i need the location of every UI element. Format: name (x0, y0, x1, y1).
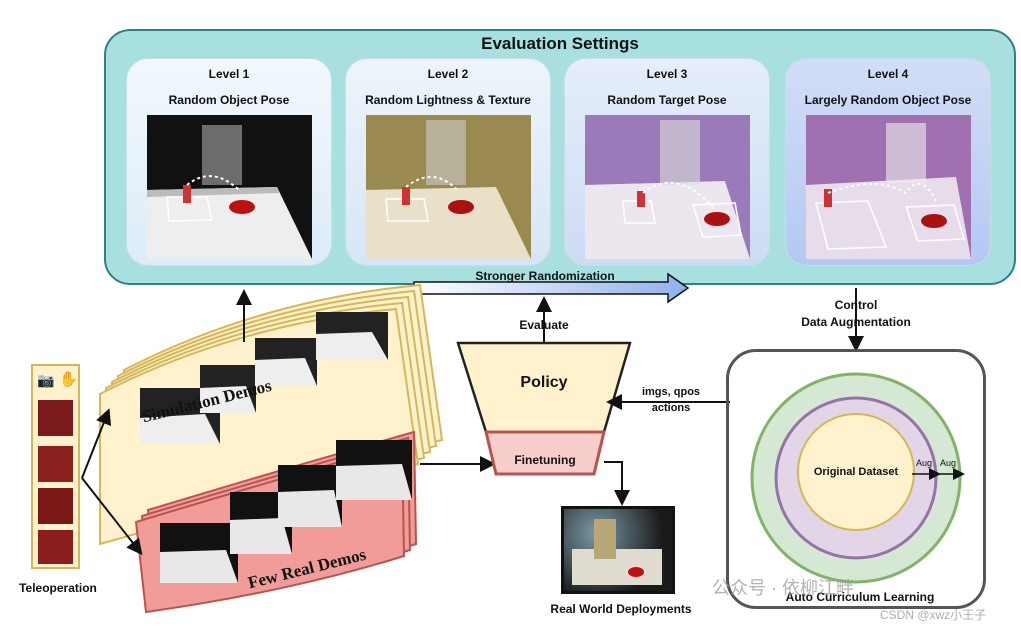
control-label: Control (834, 298, 878, 312)
csdn-watermark: CSDN @xwz小王子 (880, 608, 987, 622)
level-1-name: Level 1 (208, 67, 250, 81)
aug-label-outer: Aug (940, 458, 957, 468)
policy-label: Policy (520, 374, 568, 391)
real-demos-stack (134, 430, 418, 614)
teleoperation-label: Teleoperation (19, 581, 97, 595)
original-dataset-label: Original Dataset (813, 466, 899, 478)
finetuning-block (484, 430, 606, 476)
policy-inputs-label: imgs, qpos (641, 386, 701, 398)
stronger-randomization-label: Stronger Randomization (475, 269, 615, 283)
evaluate-label: Evaluate (519, 318, 569, 332)
original-dataset-circle (797, 413, 915, 531)
level-4-name: Level 4 (867, 67, 909, 81)
real-world-deployments-label: Real World Deployments (550, 602, 692, 616)
hand-icon: ✋ (59, 371, 78, 388)
level-2-name: Level 2 (427, 67, 469, 81)
simulation-demos-stack (99, 283, 444, 546)
level-1-desc: Random Object Pose (168, 93, 290, 107)
level-3-desc: Random Target Pose (607, 93, 727, 107)
teleop-frame-3 (38, 488, 73, 524)
level-1-scene-image (147, 115, 312, 259)
deployment-robot-arm (594, 519, 616, 559)
simulation-frames (140, 312, 388, 444)
teleoperation-panel: 📷 ✋ (31, 364, 80, 569)
level-1-card: Level 1 Random Object Pose (126, 58, 332, 266)
teleop-frame-1 (38, 400, 73, 436)
level-2-desc: Random Lightness & Texture (365, 93, 531, 107)
deployment-bowl (628, 567, 644, 577)
level-3-name: Level 3 (646, 67, 688, 81)
level-2-card: Level 2 Random Lightness & Texture (345, 58, 551, 266)
level-2-scene-image (366, 115, 531, 259)
real-world-deployment-image (561, 506, 675, 594)
level-3-card: Level 3 Random Target Pose (564, 58, 770, 266)
auto-curriculum-learning-label: Auto Curriculum Learning (785, 590, 935, 604)
stronger-randomization-arrow (413, 272, 690, 304)
evaluation-settings-title: Evaluation Settings (481, 34, 639, 53)
real-frames (160, 440, 412, 583)
level-4-scene-image (806, 115, 971, 259)
finetuning-label: Finetuning (514, 453, 576, 467)
camera-icon: 📷 (37, 372, 55, 388)
teleop-frame-4 (38, 530, 73, 564)
level-4-card: Level 4 Largely Random Object Pose (785, 58, 991, 266)
policy-outputs-label: actions (651, 402, 691, 414)
wechat-watermark: 公众号 · 依柳江畔 (712, 578, 854, 598)
deployment-table (572, 549, 662, 585)
aug-label-inner: Aug (916, 458, 933, 468)
auto-curriculum-box (726, 349, 986, 609)
level-3-scene-image (585, 115, 750, 259)
data-augmentation-label: Data Augmentation (801, 315, 911, 329)
teleop-frame-2 (38, 446, 73, 482)
level-4-desc: Largely Random Object Pose (804, 93, 972, 107)
